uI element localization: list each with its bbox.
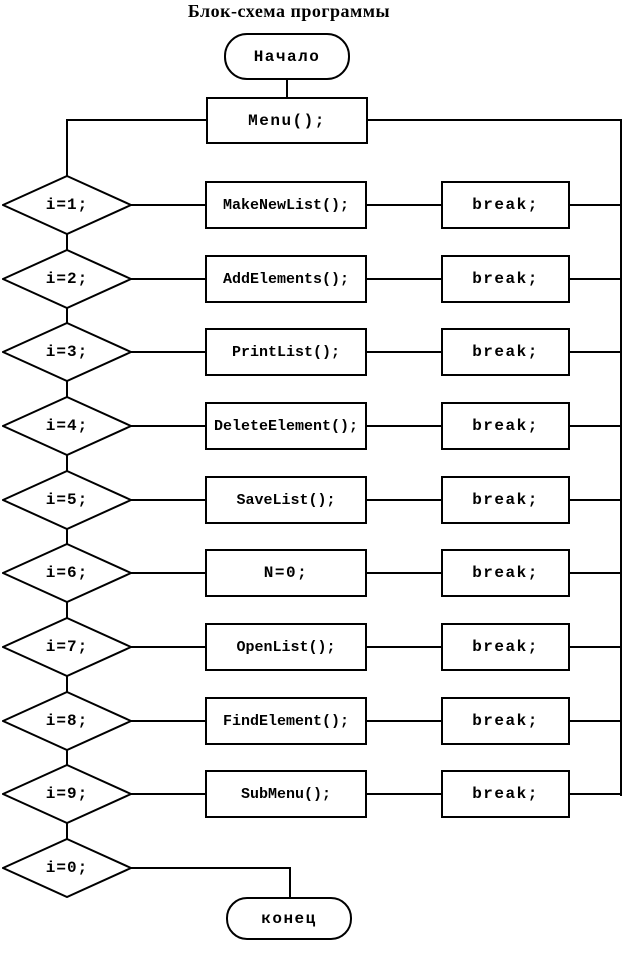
action-process-box: N=0; — [205, 549, 367, 597]
connector-diamond-action — [130, 646, 205, 648]
connector-break-trunk — [570, 425, 622, 427]
decision-label: i=5; — [45, 491, 89, 509]
break-process-box: break; — [441, 328, 570, 376]
connector-diamond-action — [130, 425, 205, 427]
decision-diamond-icon — [2, 470, 132, 530]
action-process-box: MakeNewList(); — [205, 181, 367, 229]
connector-break-trunk — [570, 572, 622, 574]
connector-action-break — [367, 720, 441, 722]
action-process-box: PrintList(); — [205, 328, 367, 376]
decision-row: i=5; SaveList(); break; — [0, 470, 625, 530]
decision-row: i=9; SubMenu(); break; — [0, 764, 625, 824]
decision-label: i=4; — [45, 417, 89, 435]
decision-label: i=0; — [45, 859, 89, 877]
action-process-box: FindElement(); — [205, 697, 367, 745]
menu-process-box: Menu(); — [206, 97, 368, 144]
decision-diamond-icon — [2, 617, 132, 677]
decision-row: i=4; DeleteElement(); break; — [0, 396, 625, 456]
break-process-box: break; — [441, 623, 570, 671]
connector-start-menu — [286, 79, 288, 98]
connector-final-end-horizontal — [130, 867, 291, 869]
break-process-box: break; — [441, 181, 570, 229]
action-process-box: AddElements(); — [205, 255, 367, 303]
break-process-box: break; — [441, 402, 570, 450]
connector-diamond-action — [130, 499, 205, 501]
action-process-box: DeleteElement(); — [205, 402, 367, 450]
decision-diamond-icon — [2, 396, 132, 456]
decision-row-final: i=0; — [0, 838, 625, 898]
decision-diamond-icon — [2, 543, 132, 603]
connector-right-trunk — [620, 119, 622, 796]
decision-label: i=8; — [45, 712, 89, 730]
decision-diamond-icon — [2, 764, 132, 824]
decision-row: i=1; MakeNewList(); break; — [0, 175, 625, 235]
connector-break-trunk — [570, 278, 622, 280]
break-process-box: break; — [441, 697, 570, 745]
break-process-box: break; — [441, 770, 570, 818]
connector-break-trunk — [570, 646, 622, 648]
decision-label: i=2; — [45, 270, 89, 288]
decision-row: i=7; OpenList(); break; — [0, 617, 625, 677]
decision-row: i=3; PrintList(); break; — [0, 322, 625, 382]
start-terminator: Начало — [224, 33, 350, 80]
connector-diamond-action — [130, 572, 205, 574]
decision-label: i=7; — [45, 638, 89, 656]
decision-diamond-icon — [2, 838, 132, 898]
connector-break-trunk — [570, 351, 622, 353]
connector-final-end-vertical — [289, 869, 291, 897]
connector-diamond-action — [130, 351, 205, 353]
break-process-box: break; — [441, 255, 570, 303]
decision-label: i=3; — [45, 343, 89, 361]
decision-row: i=6; N=0; break; — [0, 543, 625, 603]
decision-diamond-icon — [2, 175, 132, 235]
connector-diamond-action — [130, 204, 205, 206]
connector-action-break — [367, 646, 441, 648]
connector-action-break — [367, 793, 441, 795]
action-process-box: SaveList(); — [205, 476, 367, 524]
connector-break-trunk — [570, 793, 622, 795]
break-process-box: break; — [441, 476, 570, 524]
connector-menu-left — [66, 119, 206, 121]
connector-action-break — [367, 351, 441, 353]
decision-label: i=1; — [45, 196, 89, 214]
connector-action-break — [367, 425, 441, 427]
decision-label: i=6; — [45, 564, 89, 582]
connector-break-trunk — [570, 204, 622, 206]
decision-diamond-icon — [2, 249, 132, 309]
connector-action-break — [367, 204, 441, 206]
connector-break-trunk — [570, 499, 622, 501]
decision-row: i=8; FindElement(); break; — [0, 691, 625, 751]
connector-diamond-action — [130, 720, 205, 722]
connector-action-break — [367, 499, 441, 501]
break-process-box: break; — [441, 549, 570, 597]
decision-diamond-icon — [2, 322, 132, 382]
end-terminator: конец — [226, 897, 352, 940]
connector-action-break — [367, 572, 441, 574]
connector-diamond-action — [130, 278, 205, 280]
connector-menu-right — [368, 119, 622, 121]
connector-diamond-action — [130, 793, 205, 795]
connector-break-trunk — [570, 720, 622, 722]
decision-diamond-icon — [2, 691, 132, 751]
action-process-box: OpenList(); — [205, 623, 367, 671]
action-process-box: SubMenu(); — [205, 770, 367, 818]
decision-row: i=2; AddElements(); break; — [0, 249, 625, 309]
connector-action-break — [367, 278, 441, 280]
diagram-title: Блок-схема программы — [187, 1, 391, 21]
decision-label: i=9; — [45, 785, 89, 803]
